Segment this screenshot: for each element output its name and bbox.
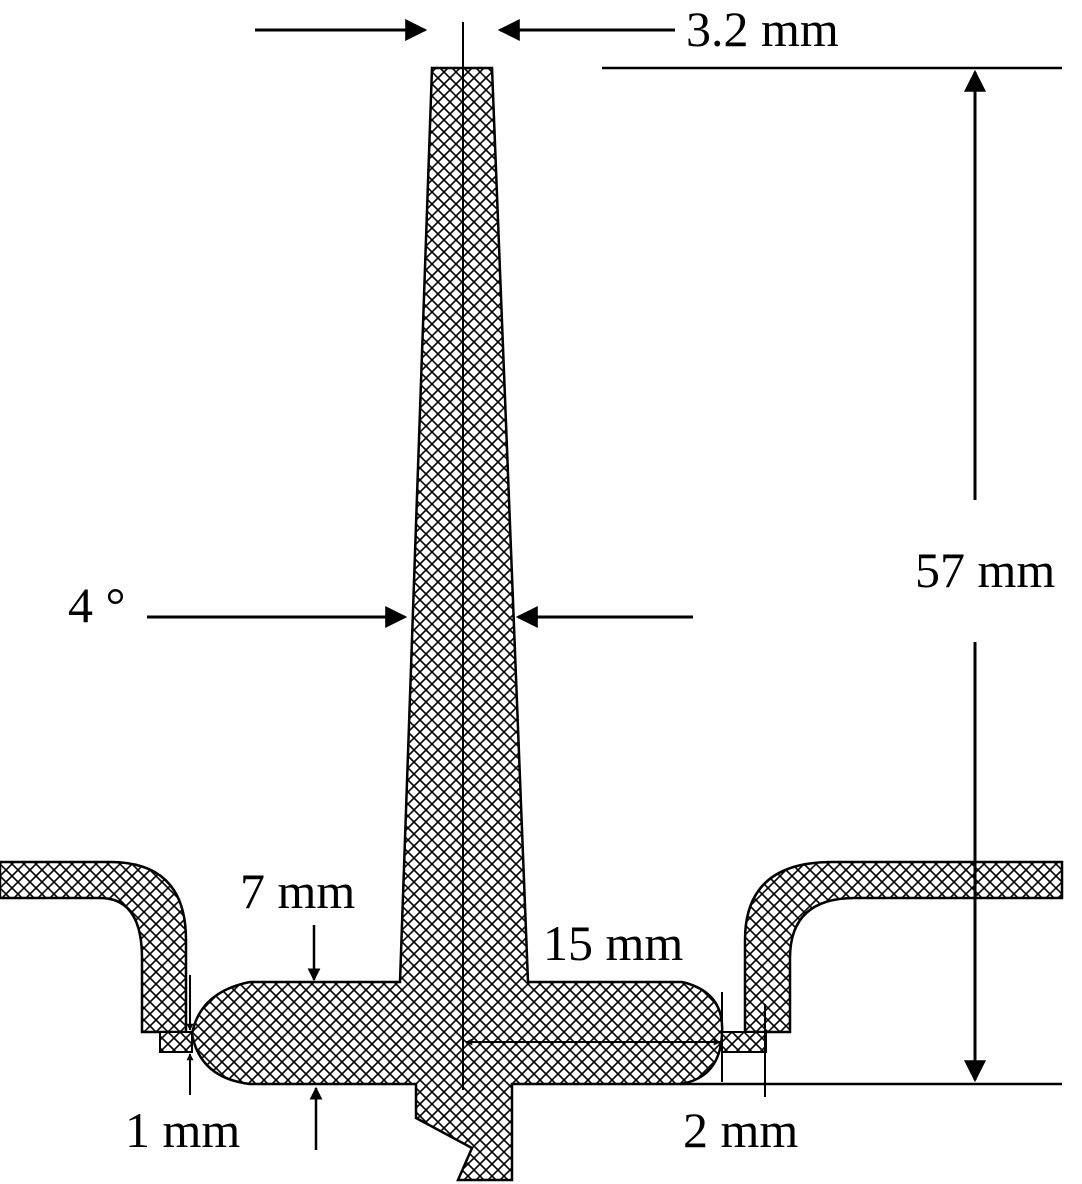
thickness-label: 7 mm [240, 863, 356, 919]
gap-left-label: 1 mm [125, 1102, 241, 1158]
spike-body [190, 66, 724, 1182]
radius-label: 15 mm [543, 915, 684, 971]
right-ledge [721, 1031, 767, 1053]
gap-right-label: 2 mm [683, 1102, 799, 1158]
tip-width-label: 3.2 mm [686, 1, 839, 57]
height-label: 57 mm [915, 542, 1056, 598]
right-housing-wall [743, 860, 1064, 1034]
left-housing-wall [0, 860, 188, 1034]
left-ledge [159, 1031, 193, 1053]
taper-angle-label: 4 ° [68, 577, 126, 633]
